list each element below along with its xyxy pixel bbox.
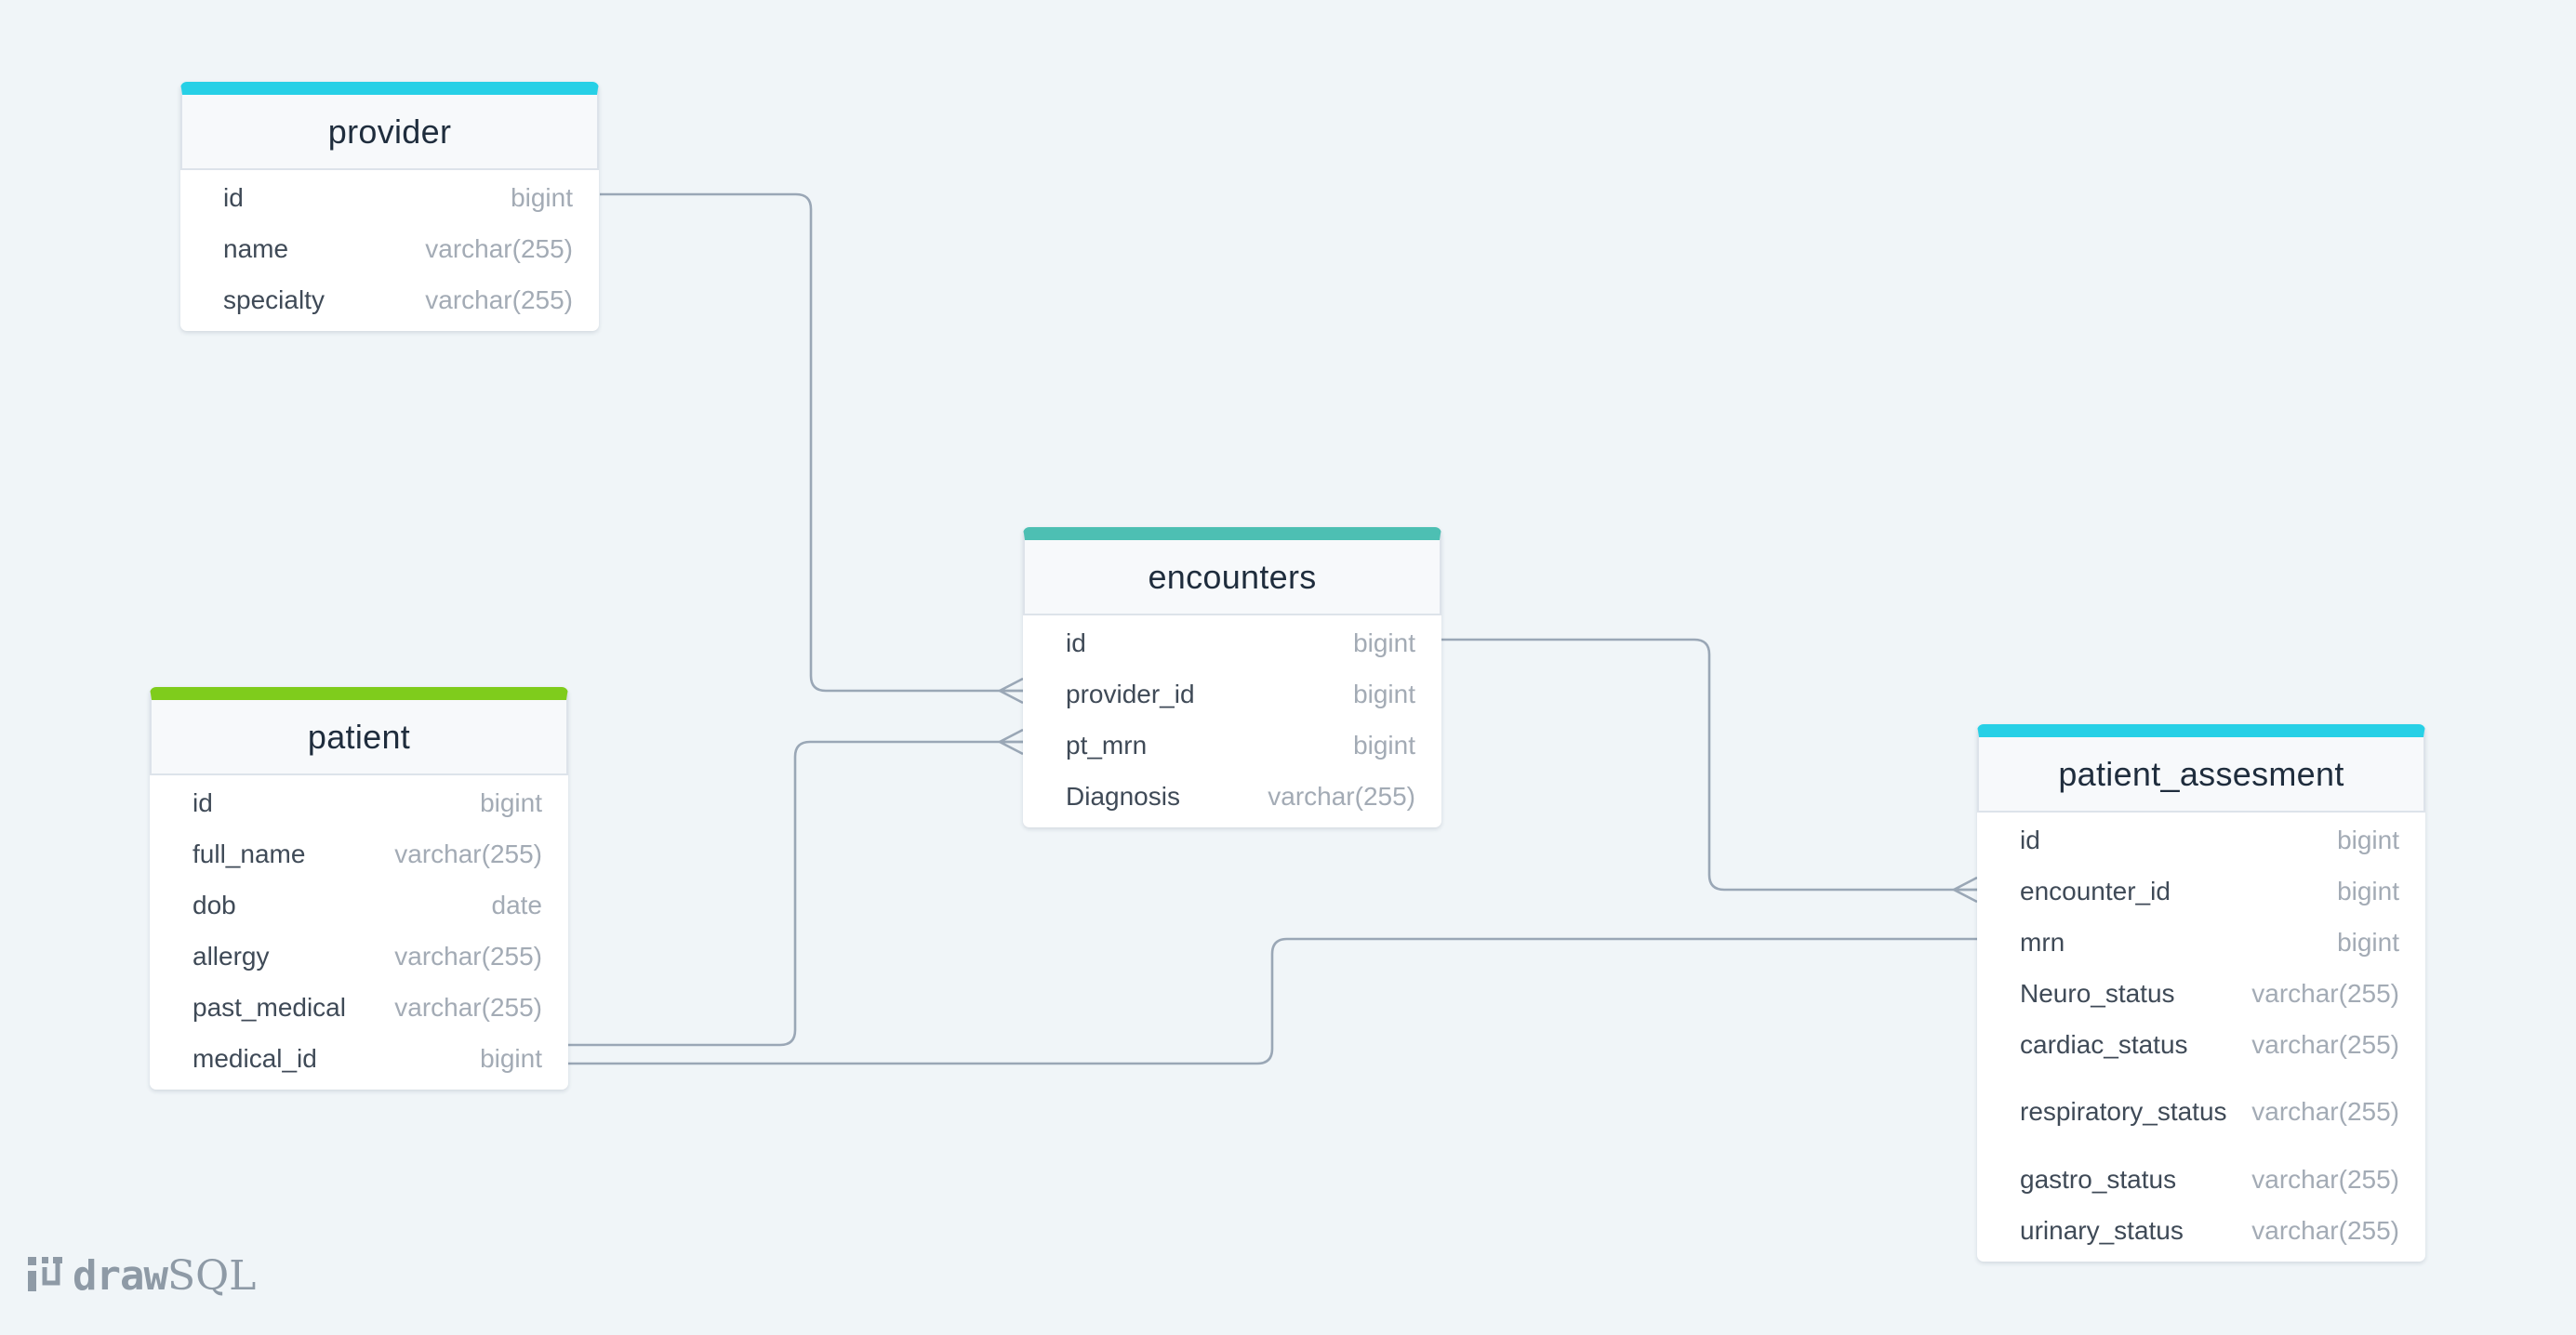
column-name: id bbox=[1066, 628, 1086, 657]
column-type: bigint bbox=[480, 787, 542, 817]
column-row[interactable]: dob date bbox=[150, 879, 568, 931]
column-row[interactable]: urinary_status varchar(255) bbox=[1977, 1205, 2425, 1256]
column-row[interactable]: id bigint bbox=[1977, 814, 2425, 866]
table-header[interactable]: encounters bbox=[1023, 527, 1441, 615]
column-list: id bigint provider_id bigint pt_mrn bigi… bbox=[1023, 615, 1441, 827]
table-encounters[interactable]: encounters id bigint provider_id bigint … bbox=[1023, 527, 1441, 827]
table-provider[interactable]: provider id bigint name varchar(255) spe… bbox=[180, 82, 599, 331]
logo-text-sql: SQL bbox=[166, 1251, 257, 1300]
column-name: allergy bbox=[193, 941, 270, 971]
column-row[interactable]: specialty varchar(255) bbox=[180, 274, 599, 325]
relation-patient-assesment[interactable] bbox=[567, 937, 1977, 1065]
column-list: id bigint encounter_id bigint mrn bigint… bbox=[1977, 813, 2425, 1262]
column-type: bigint bbox=[1353, 730, 1415, 760]
column-name: id bbox=[193, 787, 213, 817]
column-name: id bbox=[2020, 825, 2040, 854]
relation-provider-encounters[interactable] bbox=[600, 192, 1023, 693]
column-type: bigint bbox=[480, 1043, 542, 1073]
column-name: mrn bbox=[2020, 927, 2065, 957]
column-name: encounter_id bbox=[2020, 876, 2171, 905]
column-row[interactable]: name varchar(255) bbox=[180, 223, 599, 274]
column-row[interactable]: id bigint bbox=[150, 777, 568, 828]
column-row[interactable]: Diagnosis varchar(255) bbox=[1023, 771, 1441, 822]
column-row[interactable]: id bigint bbox=[180, 172, 599, 223]
column-type: varchar(255) bbox=[2251, 1097, 2399, 1126]
relation-encounters-assesment[interactable] bbox=[1441, 638, 1977, 892]
column-row[interactable]: cardiac_status varchar(255) bbox=[1977, 1019, 2425, 1070]
column-type: bigint bbox=[1353, 679, 1415, 708]
column-row[interactable]: encounter_id bigint bbox=[1977, 866, 2425, 917]
relation-patient-encounters[interactable] bbox=[567, 740, 1023, 1047]
column-type: date bbox=[491, 890, 543, 919]
column-name: cardiac_status bbox=[2020, 1029, 2188, 1059]
column-type: varchar(255) bbox=[425, 284, 573, 314]
column-type: varchar(255) bbox=[394, 839, 542, 868]
column-row[interactable]: full_name varchar(255) bbox=[150, 828, 568, 879]
column-type: bigint bbox=[511, 182, 573, 212]
drawsql-logo-icon bbox=[28, 1257, 62, 1291]
column-name: name bbox=[223, 233, 289, 263]
column-name: provider_id bbox=[1066, 679, 1195, 708]
column-type: varchar(255) bbox=[1268, 781, 1415, 811]
column-type: varchar(255) bbox=[2251, 1029, 2399, 1059]
column-row[interactable]: mrn bigint bbox=[1977, 917, 2425, 968]
crowfoot-icon bbox=[997, 677, 1024, 705]
column-type: varchar(255) bbox=[394, 992, 542, 1022]
column-list: id bigint name varchar(255) specialty va… bbox=[180, 170, 599, 331]
column-name: dob bbox=[193, 890, 236, 919]
column-name: Neuro_status bbox=[2020, 978, 2175, 1008]
column-type: varchar(255) bbox=[2251, 1215, 2399, 1245]
column-type: bigint bbox=[1353, 628, 1415, 657]
crowfoot-icon bbox=[997, 728, 1024, 756]
table-header[interactable]: patient_assesment bbox=[1977, 724, 2425, 813]
column-row[interactable]: respiratory_status varchar(255) bbox=[1977, 1070, 2425, 1154]
column-row[interactable]: pt_mrn bigint bbox=[1023, 720, 1441, 771]
column-name: respiratory_status bbox=[2020, 1097, 2227, 1126]
table-patient[interactable]: patient id bigint full_name varchar(255)… bbox=[150, 687, 568, 1090]
column-type: varchar(255) bbox=[2251, 1164, 2399, 1194]
column-type: varchar(255) bbox=[394, 941, 542, 971]
column-name: urinary_status bbox=[2020, 1215, 2184, 1245]
column-type: bigint bbox=[2337, 876, 2399, 905]
column-row[interactable]: allergy varchar(255) bbox=[150, 931, 568, 982]
table-title: patient_assesment bbox=[2058, 754, 2344, 793]
column-type: bigint bbox=[2337, 927, 2399, 957]
column-row[interactable]: id bigint bbox=[1023, 617, 1441, 668]
column-type: varchar(255) bbox=[2251, 978, 2399, 1008]
column-name: past_medical bbox=[193, 992, 346, 1022]
table-title: provider bbox=[327, 112, 452, 151]
table-title: patient bbox=[307, 717, 411, 756]
table-patient-assesment[interactable]: patient_assesment id bigint encounter_id… bbox=[1977, 724, 2425, 1262]
table-title: encounters bbox=[1148, 557, 1317, 596]
crowfoot-icon bbox=[1951, 876, 1978, 904]
column-name: specialty bbox=[223, 284, 325, 314]
column-name: full_name bbox=[193, 839, 306, 868]
column-row[interactable]: past_medical varchar(255) bbox=[150, 982, 568, 1033]
column-name: id bbox=[223, 182, 244, 212]
table-header[interactable]: provider bbox=[180, 82, 599, 170]
column-row[interactable]: medical_id bigint bbox=[150, 1033, 568, 1084]
column-name: Diagnosis bbox=[1066, 781, 1180, 811]
column-row[interactable]: Neuro_status varchar(255) bbox=[1977, 968, 2425, 1019]
table-header[interactable]: patient bbox=[150, 687, 568, 775]
column-list: id bigint full_name varchar(255) dob dat… bbox=[150, 775, 568, 1090]
column-name: pt_mrn bbox=[1066, 730, 1148, 760]
column-row[interactable]: gastro_status varchar(255) bbox=[1977, 1154, 2425, 1205]
column-row[interactable]: provider_id bigint bbox=[1023, 668, 1441, 720]
column-type: bigint bbox=[2337, 825, 2399, 854]
column-name: gastro_status bbox=[2020, 1164, 2177, 1194]
logo-text-draw: draw bbox=[73, 1251, 168, 1300]
column-type: varchar(255) bbox=[425, 233, 573, 263]
column-name: medical_id bbox=[193, 1043, 317, 1073]
